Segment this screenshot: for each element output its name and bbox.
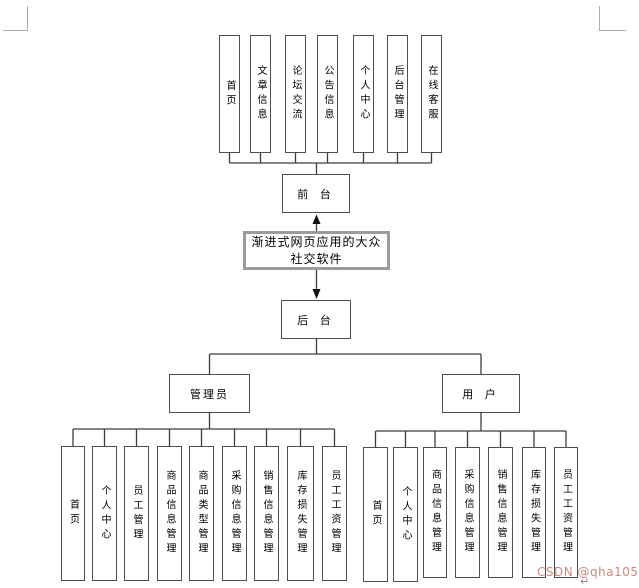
- admin-module-box: 员工工资管理: [322, 446, 347, 581]
- user-module-box: 库存损失管理: [522, 447, 546, 578]
- user-module-box-label: 采购信息管理: [462, 469, 473, 556]
- user-module-box-label: 库存损失管理: [528, 469, 540, 556]
- role-admin-node: 管理员: [169, 374, 250, 413]
- front-module-box: 在线客服: [421, 35, 442, 153]
- back-node-label: 后 台: [297, 313, 335, 327]
- admin-module-box-label: 商品信息管理: [164, 470, 175, 557]
- front-module-box: 公告信息: [317, 35, 338, 153]
- arrowhead-up: [312, 214, 321, 224]
- user-module-box-label: 个人中心: [400, 485, 411, 544]
- admin-module-box-label: 采购信息管理: [229, 470, 240, 557]
- system-root-node: 渐进式网页应用的大众 社交软件: [243, 231, 390, 270]
- back-node: 后 台: [281, 300, 351, 339]
- user-module-box: 首页: [363, 447, 388, 582]
- admin-module-box: 采购信息管理: [222, 446, 247, 581]
- csdn-watermark: CSDN @qha105: [537, 565, 639, 579]
- front-module-box-label: 公告信息: [322, 65, 333, 123]
- front-module-box-label: 论坛交流: [290, 65, 301, 123]
- admin-module-box-label: 商品类型管理: [196, 470, 207, 557]
- front-module-box-label: 在线客服: [426, 65, 437, 123]
- admin-module-box: 商品类型管理: [189, 446, 214, 581]
- user-module-box: 个人中心: [393, 447, 418, 582]
- user-module-box-label: 员工工资管理: [560, 469, 572, 556]
- front-module-box: 论坛交流: [285, 35, 306, 153]
- paragraph-return-mark: ↵: [580, 575, 590, 588]
- role-user-label: 用 户: [462, 387, 500, 401]
- user-module-box: 采购信息管理: [455, 447, 480, 578]
- front-module-box: 文章信息: [250, 35, 271, 153]
- page-margin-corner-top-left: [3, 6, 28, 31]
- user-module-box-label: 销售信息管理: [495, 469, 506, 556]
- admin-module-box: 销售信息管理: [254, 446, 279, 581]
- admin-module-box-label: 首页: [67, 499, 79, 528]
- front-module-box-label: 首页: [224, 79, 235, 109]
- front-node: 前 台: [282, 174, 350, 213]
- user-module-box: 员工工资管理: [554, 447, 578, 578]
- front-module-box-label: 个人中心: [358, 65, 369, 123]
- admin-module-box-label: 销售信息管理: [261, 470, 272, 557]
- role-user-node: 用 户: [442, 374, 520, 413]
- admin-module-box-label: 个人中心: [99, 484, 110, 543]
- user-module-box-label: 商品信息管理: [429, 469, 441, 556]
- admin-module-box: 库存损失管理: [287, 446, 314, 581]
- admin-module-box: 商品信息管理: [157, 446, 182, 581]
- admin-module-box-label: 员工工资管理: [329, 470, 340, 557]
- front-module-box: 后台管理: [387, 35, 408, 153]
- system-title-line1: 渐进式网页应用的大众: [251, 234, 382, 249]
- user-module-box: 销售信息管理: [488, 447, 513, 578]
- admin-module-box: 首页: [61, 446, 85, 581]
- front-module-box-label: 后台管理: [392, 65, 403, 123]
- admin-module-box: 员工管理: [124, 446, 149, 581]
- admin-module-box-label: 员工管理: [131, 484, 142, 543]
- front-module-box: 个人中心: [353, 35, 374, 153]
- arrowhead-down: [312, 289, 321, 299]
- front-module-box-label: 文章信息: [255, 65, 266, 123]
- user-module-box-label: 首页: [370, 500, 381, 529]
- front-module-box: 首页: [219, 35, 240, 153]
- system-title-line2: 社交软件: [290, 251, 343, 266]
- role-admin-label: 管理员: [190, 387, 229, 401]
- user-module-box: 商品信息管理: [423, 447, 447, 578]
- page-margin-corner-top-right: [599, 6, 626, 31]
- admin-module-box: 个人中心: [92, 446, 117, 581]
- front-node-label: 前 台: [297, 187, 335, 201]
- admin-module-box-label: 库存损失管理: [295, 470, 306, 557]
